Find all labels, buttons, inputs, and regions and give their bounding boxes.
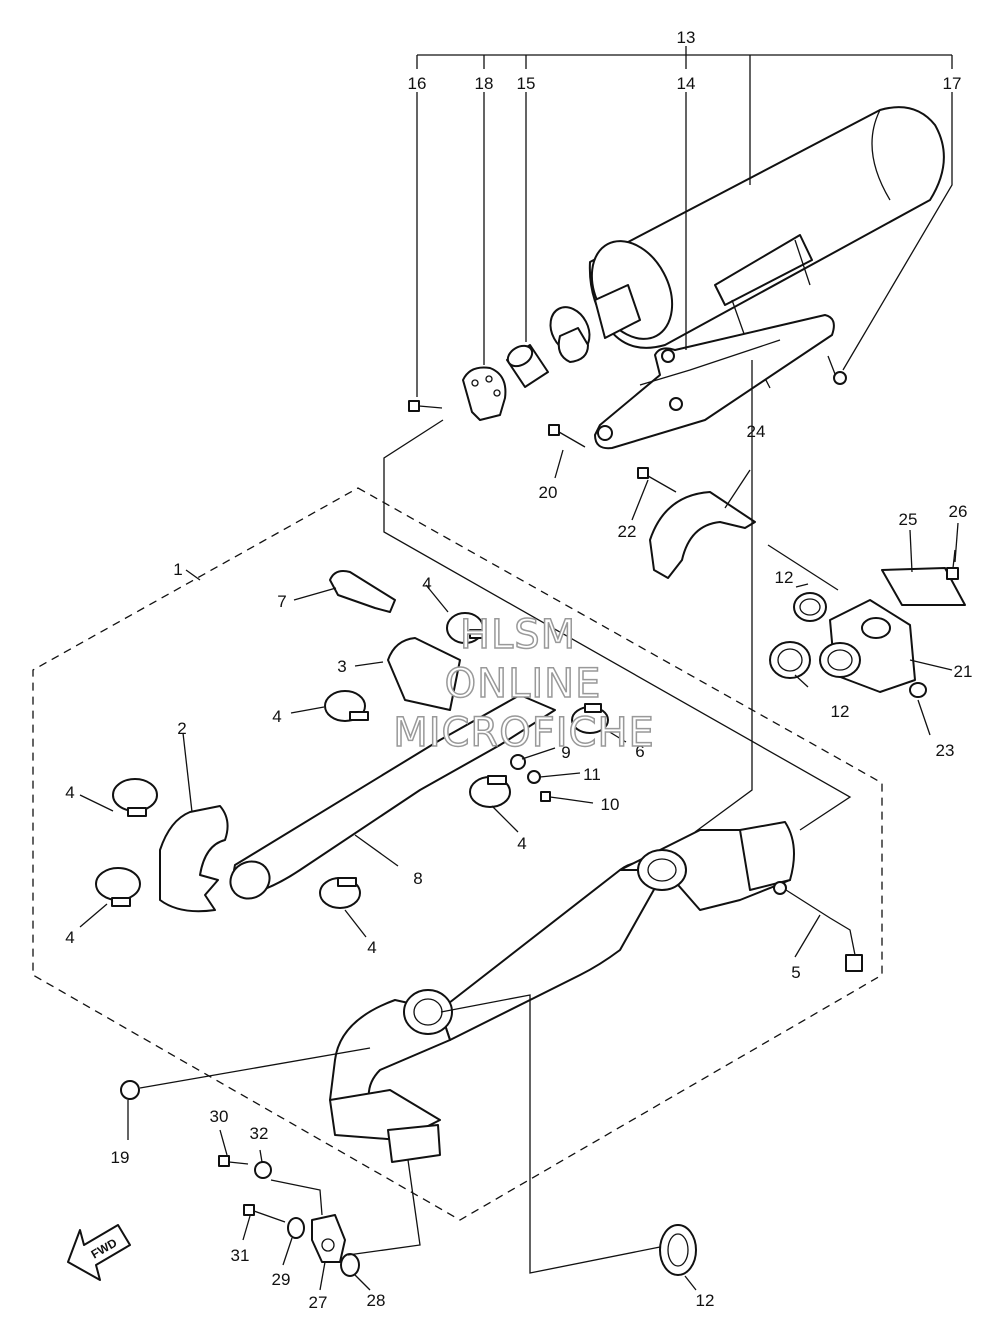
callout-4: 4 [517,834,526,853]
callout-7: 7 [277,592,286,611]
callout-23: 23 [936,741,955,760]
assembly-1-boundary [32,487,883,1221]
callout-31: 31 [231,1246,250,1265]
callout-9: 9 [561,743,570,762]
callout-12: 12 [696,1291,715,1310]
collar-11 [527,770,541,784]
bolt-16 [408,400,443,412]
collar-29 [287,1217,305,1239]
gasket-15 [506,344,549,388]
clamp-4 [446,612,486,644]
clamp-4 [469,775,511,808]
bolt-22 [637,467,677,493]
callout-4: 4 [422,574,431,593]
callout-20: 20 [539,483,558,502]
gasket-12 [659,1224,697,1276]
clamp-4 [112,778,158,817]
gasket-12 [769,641,811,679]
clamp-6 [571,703,609,734]
exhaust-pipe-2 [159,805,229,913]
washer-32 [254,1161,272,1179]
callout-12: 12 [775,568,794,587]
forward-arrow-icon: FWD [67,1224,131,1281]
gasket-12 [793,592,827,622]
callout-8: 8 [413,869,422,888]
watermark-line-1: HLSM [460,612,576,658]
callout-29: 29 [272,1270,291,1289]
bolt-26 [946,549,959,580]
protector-25 [881,567,966,606]
callout-6: 6 [635,742,644,761]
callout-10: 10 [601,795,620,814]
muffler-assembly [549,106,945,389]
callout-4: 4 [367,938,376,957]
callout-4: 4 [65,783,74,802]
clamp-4 [95,867,141,907]
joint-pipe-21 [819,599,916,693]
callout-28: 28 [367,1291,386,1310]
grommet-9 [510,754,526,770]
callout-27: 27 [309,1293,328,1312]
cover-3 [387,637,461,711]
callout-1: 1 [173,560,182,579]
heat-shield-24 [649,491,756,579]
callout-18: 18 [475,74,494,93]
nut-23 [909,682,927,698]
bolt-17 [827,355,847,385]
callout-4: 4 [272,707,281,726]
bracket-hole [669,397,683,411]
callout-26: 26 [949,502,968,521]
callout-5: 5 [791,963,800,982]
callout-25: 25 [899,510,918,529]
bolt-10 [540,791,566,802]
cover-7 [329,570,396,613]
watermark: HLSM ONLINE MICROFICHE [392,611,655,757]
callout-21: 21 [954,662,973,681]
damper-28 [340,1253,360,1277]
callout-4: 4 [65,928,74,947]
watermark-line-2: ONLINE [445,661,602,707]
o2-sensor-5 [773,881,863,972]
bolt-19 [120,1080,140,1100]
callout-32: 32 [250,1124,269,1143]
clamp-4 [324,690,369,722]
callout-17: 17 [943,74,962,93]
bolt-20 [548,424,586,448]
callout-15: 15 [517,74,536,93]
callout-19: 19 [111,1148,130,1167]
callout-labels: 1 2 3 4 4 4 4 4 4 5 6 7 8 9 10 11 12 12 … [65,28,972,1312]
callout-22: 22 [618,522,637,541]
callout-12: 12 [831,702,850,721]
exhaust-pipe-front [329,821,795,1163]
bolt-31 [243,1204,286,1223]
leader-lines [79,46,959,1291]
bracket-hole [661,349,675,363]
callout-13: 13 [677,28,696,47]
callout-14: 14 [677,74,696,93]
callout-24: 24 [747,422,766,441]
callout-2: 2 [177,719,186,738]
callout-30: 30 [210,1107,229,1126]
callout-3: 3 [337,657,346,676]
muffler-bracket [594,314,835,450]
bolt-30 [218,1155,249,1167]
clamp-4 [319,877,361,909]
bracket-hole [597,425,613,441]
callout-16: 16 [408,74,427,93]
watermark-line-3: MICROFICHE [393,710,655,756]
clamp-18 [462,366,507,421]
callout-11: 11 [583,765,601,784]
